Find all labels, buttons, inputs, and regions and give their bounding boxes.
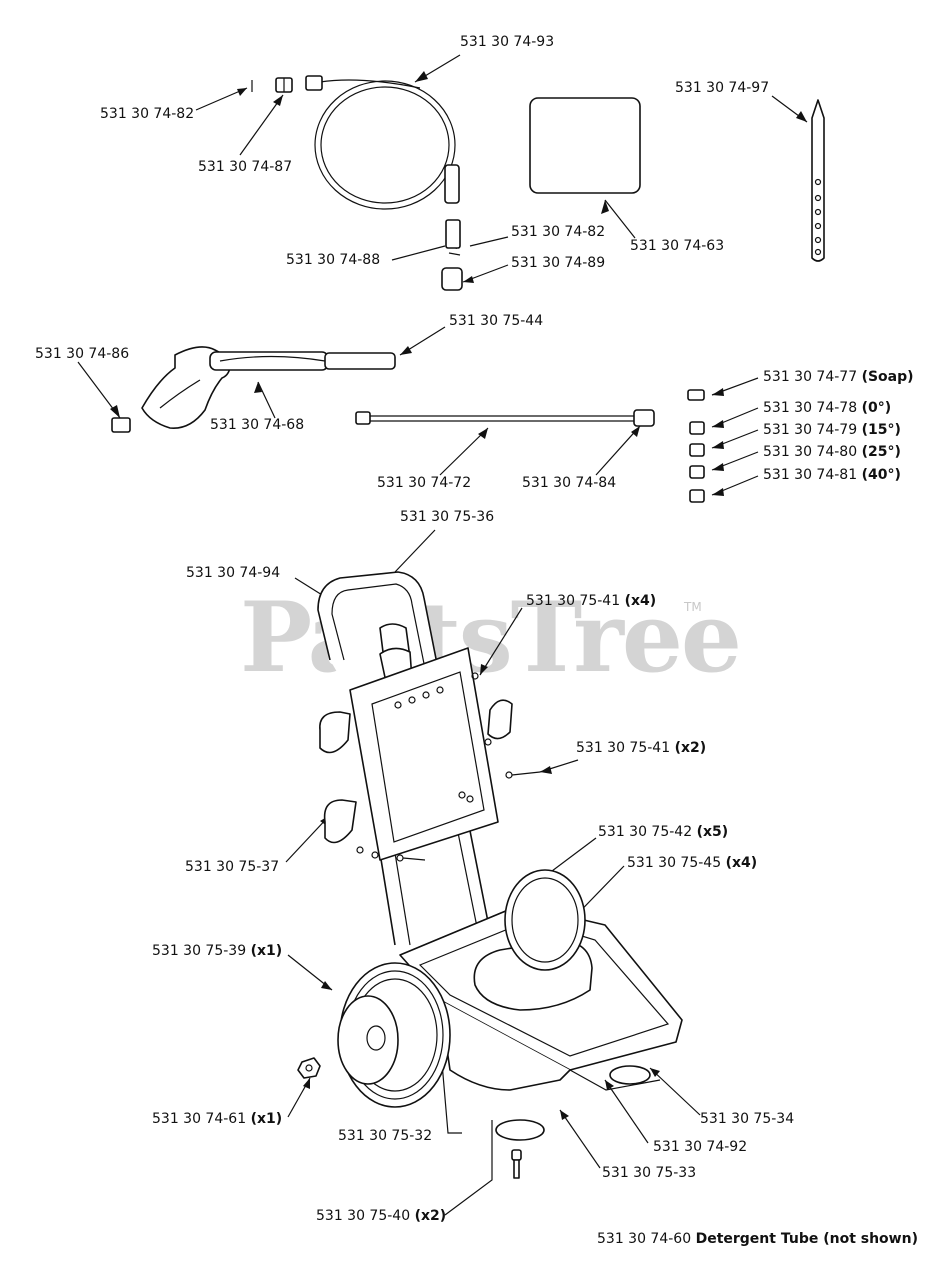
callout-label: 531 30 74-79 (15°): [763, 422, 901, 438]
arrowheads: [110, 71, 807, 1120]
owner-manual-card: [529, 97, 641, 194]
callout-label: 531 30 75-41 (x2): [576, 740, 707, 756]
control-panel: [349, 647, 499, 861]
callout-label: 531 30 74-89: [511, 255, 606, 271]
frame-bolts: [356, 672, 541, 862]
callout-label: 531 30 74-80 (25°): [763, 444, 901, 460]
siphon-strap: [811, 99, 825, 262]
front-wheel: [337, 962, 451, 1108]
callout-label: 531 30 75-37: [185, 859, 280, 875]
callout-label: 531 30 74-84: [522, 475, 617, 491]
base-bolt: [511, 1149, 522, 1179]
callout-label: 531 30 75-32: [338, 1128, 433, 1144]
callout-label: 531 30 74-81 (40°): [763, 467, 901, 483]
callout-label: 531 30 74-97: [675, 80, 770, 96]
watermark-trademark: TM: [684, 600, 702, 614]
spray-gun: [111, 346, 396, 433]
callout-label: 531 30 74-92: [653, 1139, 748, 1155]
wheel-nut: [297, 1057, 321, 1079]
callout-label: 531 30 75-39 (x1): [152, 943, 283, 959]
callout-label: 531 30 74-68: [210, 417, 305, 433]
callout-label: 531 30 75-34: [700, 1111, 795, 1127]
callout-label: 531 30 74-82: [100, 106, 195, 122]
callout-label: 531 30 75-45 (x4): [627, 855, 758, 871]
callout-label: 531 30 74-63: [630, 238, 725, 254]
quick-connect-fittings: [441, 219, 463, 291]
callout-label: 531 30 74-82: [511, 224, 606, 240]
callout-label: 531 30 74-87: [198, 159, 293, 175]
callout-label: 531 30 74-78 (0°): [763, 400, 892, 416]
rear-wheel: [504, 869, 586, 971]
detergent-tube-note: 531 30 74-60 Detergent Tube (not shown): [597, 1231, 918, 1247]
callout-label: 531 30 74-86: [35, 346, 130, 362]
callout-label: 531 30 75-41 (x4): [526, 593, 657, 609]
callout-label: 531 30 74-61 (x1): [152, 1111, 283, 1127]
callout-label: 531 30 75-42 (x5): [598, 824, 729, 840]
callout-label: 531 30 74-94: [186, 565, 281, 581]
spray-wand: [355, 409, 655, 427]
callout-label: 531 30 74-77 (Soap): [763, 369, 914, 385]
callout-label: 531 30 75-33: [602, 1165, 697, 1181]
callout-label: 531 30 75-44: [449, 313, 544, 329]
callout-label: 531 30 74-72: [377, 475, 472, 491]
callout-label: 531 30 74-88: [286, 252, 381, 268]
cord-wrap-hooks: [319, 699, 513, 844]
nozzle-set: [687, 389, 705, 503]
hose-connector: [275, 77, 293, 93]
high-pressure-hose: [305, 75, 460, 210]
callout-label: 531 30 74-93: [460, 34, 555, 50]
callout-label: 531 30 75-40 (x2): [316, 1208, 447, 1224]
callout-label: 531 30 75-36: [400, 509, 495, 525]
